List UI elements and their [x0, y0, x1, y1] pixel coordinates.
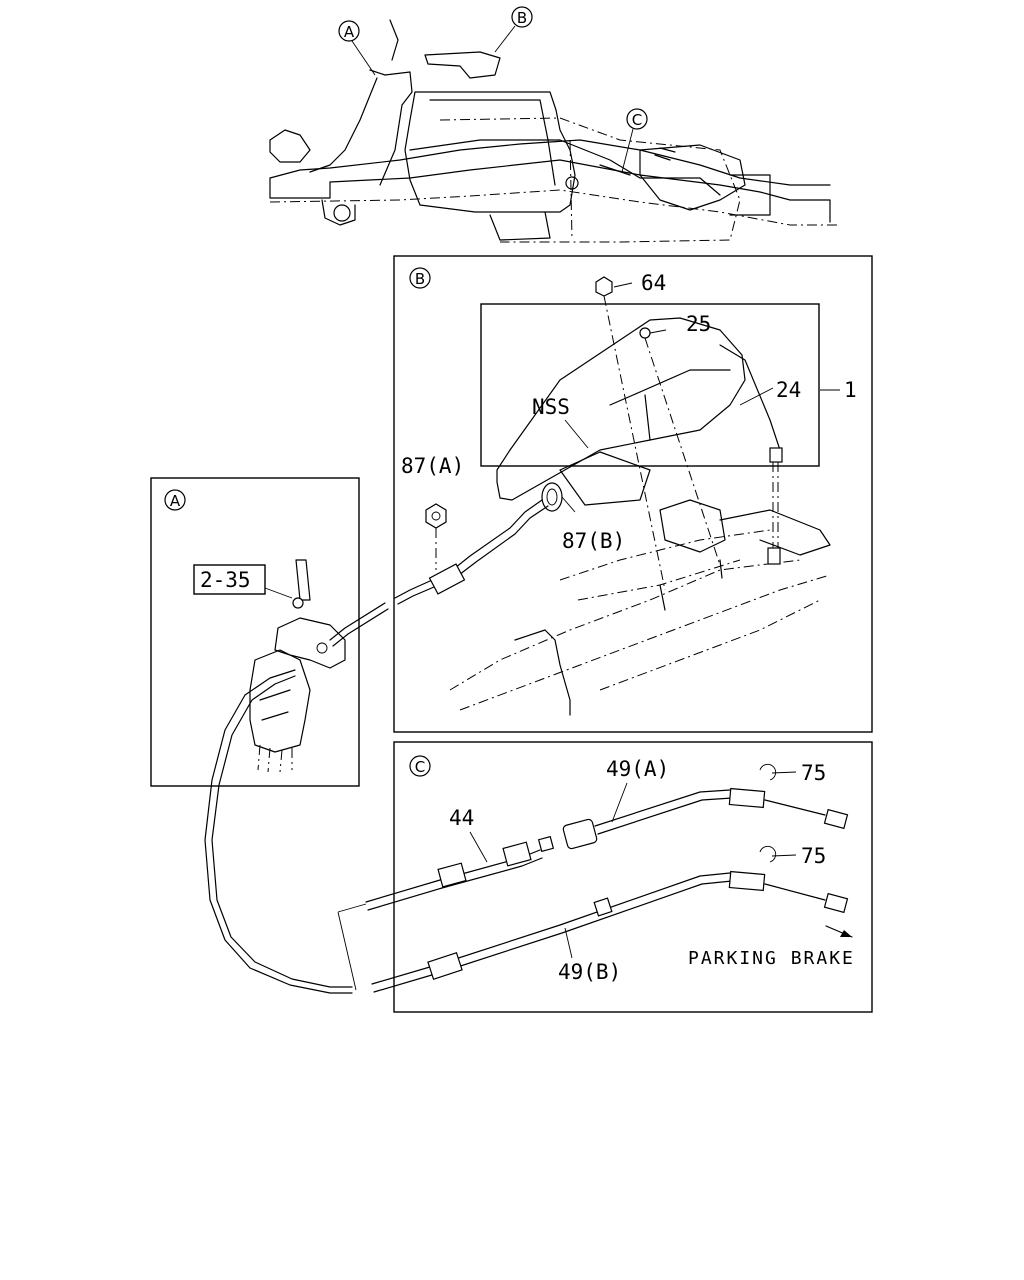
- console-subbox: [480, 303, 820, 467]
- callout-c-top: C: [621, 108, 648, 173]
- cable-49b-drawing: [371, 845, 849, 993]
- part-1-label: 1: [844, 378, 857, 402]
- box-b-corner-callout: B: [409, 267, 431, 289]
- callout-b-top-label: B: [517, 9, 527, 27]
- box-a-corner-label: A: [170, 492, 181, 510]
- callout-a-top: A: [338, 20, 376, 76]
- part-87b-label: 87(B): [562, 529, 625, 553]
- caption-text: PARKING BRAKE: [688, 948, 855, 969]
- detail-box-c: [393, 741, 873, 1013]
- lever-assembly-drawing: [249, 559, 346, 773]
- box-a-corner-callout: A: [164, 489, 186, 511]
- cable-49a-drawing: [562, 763, 849, 850]
- screw-25: [639, 327, 721, 566]
- part-25-label: 25: [686, 312, 711, 336]
- cable-44-drawing: [365, 835, 555, 911]
- box-b-corner-label: B: [415, 270, 425, 288]
- part-49a-label: 49(A): [606, 757, 669, 781]
- reference-2-35: 2-35: [193, 564, 293, 599]
- part-44-label: 44: [449, 806, 474, 830]
- detail-box-a: [150, 477, 360, 787]
- nss-label: NSS: [532, 395, 570, 419]
- nut-87a: [425, 503, 447, 570]
- box-c-corner-callout: C: [409, 755, 431, 777]
- part-75-label-upper: 75: [801, 761, 826, 785]
- part-87a-label: 87(A): [401, 454, 464, 478]
- reference-2-35-label: 2-35: [200, 568, 251, 592]
- part-49b-label: 49(B): [558, 960, 621, 984]
- nut-64: [595, 276, 666, 591]
- chassis-overview-drawing: [269, 19, 838, 243]
- part-64-label: 64: [641, 271, 666, 295]
- part-75-label-lower: 75: [801, 844, 826, 868]
- parking-brake-caption: PARKING BRAKE: [688, 925, 855, 969]
- floor-mechanism-drawing: [449, 451, 831, 716]
- callout-a-top-label: A: [344, 23, 355, 41]
- detail-box-b: [393, 255, 873, 733]
- nut-87b: [541, 482, 576, 513]
- callout-b-top: B: [494, 6, 533, 53]
- box-c-corner-label: C: [415, 758, 425, 776]
- front-cable-drawing: [204, 499, 549, 994]
- part-24-label: 24: [776, 378, 801, 402]
- callout-c-top-label: C: [632, 111, 642, 129]
